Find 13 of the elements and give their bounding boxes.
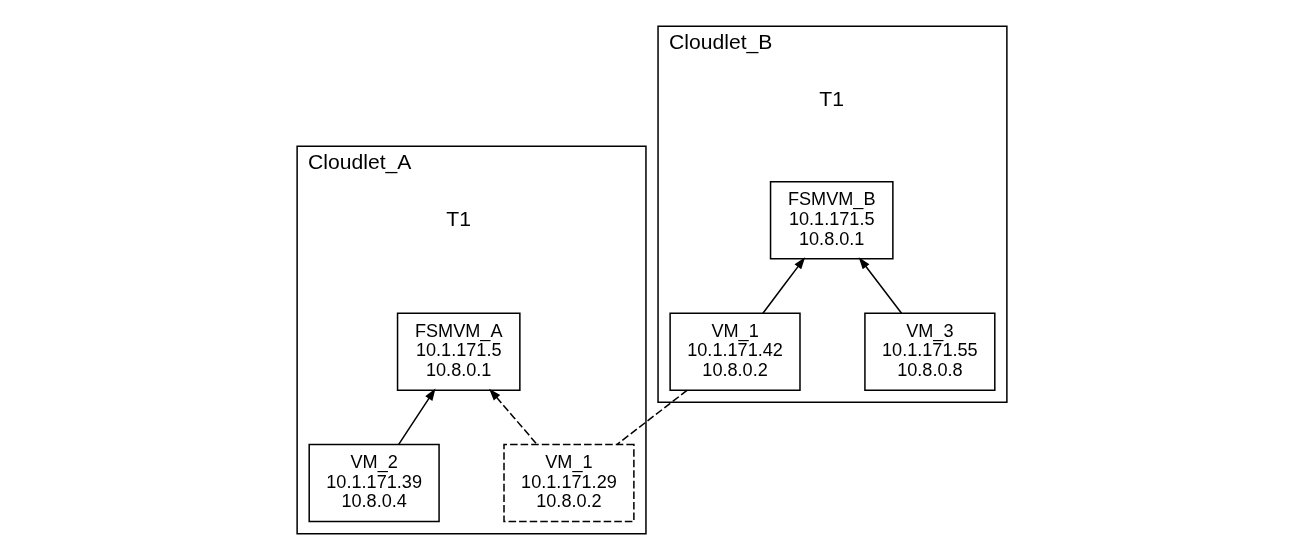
- arrow: [397, 388, 436, 446]
- node-box: VM_3 10.1.171.55 10.8.0.8: [864, 312, 996, 391]
- arrow: [762, 257, 806, 314]
- arrow: [489, 388, 538, 446]
- label: T1: [819, 86, 845, 110]
- arrow: [858, 257, 903, 314]
- node-box: FSMVM_B 10.1.171.5 10.8.0.1: [769, 181, 894, 260]
- connector: [616, 389, 688, 446]
- node-box: FSMVM_A 10.1.171.5 10.8.0.1: [396, 312, 521, 391]
- node-box: VM_1 10.1.171.29 10.8.0.2: [503, 443, 635, 523]
- label: T1: [446, 206, 472, 230]
- node-box: VM_1 10.1.171.42 10.8.0.2: [669, 312, 801, 391]
- node-box: VM_2 10.1.171.39 10.8.0.4: [308, 443, 440, 523]
